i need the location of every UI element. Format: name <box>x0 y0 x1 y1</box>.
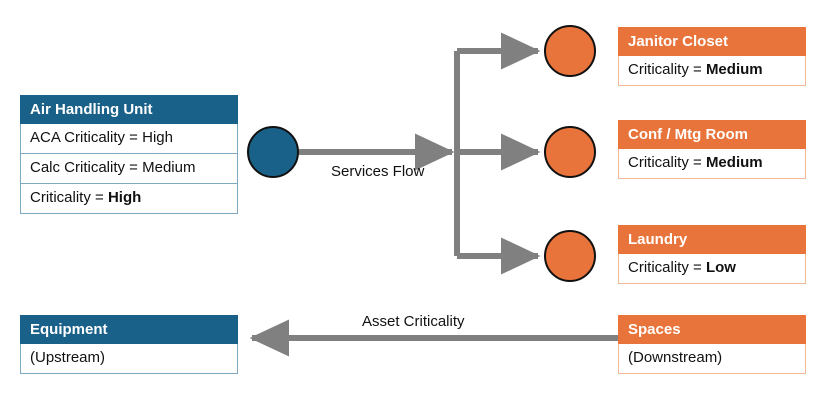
air-handling-unit-row-criticality: Criticality = High <box>20 184 238 214</box>
aca-criticality-value: High <box>142 129 173 146</box>
laundry-node[interactable] <box>544 230 596 282</box>
janitor-closet-criticality-row: Criticality = Medium <box>618 56 806 86</box>
laundry-criticality-label: Criticality = <box>628 259 706 276</box>
aca-criticality-label: ACA Criticality = <box>30 129 143 146</box>
spaces-legend-row: (Downstream) <box>618 344 806 374</box>
laundry-criticality-row: Criticality = Low <box>618 254 806 284</box>
spaces-legend-header: Spaces <box>618 315 806 344</box>
janitor-closet-criticality-value: Medium <box>705 61 763 78</box>
spaces-legend-card[interactable]: Spaces (Downstream) <box>618 315 806 374</box>
air-handling-unit-card[interactable]: Air Handling Unit ACA Criticality = High… <box>20 95 238 214</box>
conf-mtg-room-header: Conf / Mtg Room <box>618 120 806 149</box>
equipment-legend-header: Equipment <box>20 315 238 344</box>
equipment-legend-card[interactable]: Equipment (Upstream) <box>20 315 238 374</box>
janitor-closet-card[interactable]: Janitor Closet Criticality = Medium <box>618 27 806 86</box>
air-handling-unit-row-calc: Calc Criticality = Medium <box>20 154 238 184</box>
calc-criticality-value: Medium <box>142 159 196 176</box>
conf-mtg-room-criticality-label: Criticality = <box>628 154 706 171</box>
calc-criticality-label: Calc Criticality = <box>30 159 143 176</box>
janitor-closet-criticality-label: Criticality = <box>628 61 706 78</box>
janitor-closet-node[interactable] <box>544 25 596 77</box>
criticality-label: Criticality = <box>30 189 108 206</box>
air-handling-unit-node[interactable] <box>247 126 299 178</box>
equipment-legend-row: (Upstream) <box>20 344 238 374</box>
laundry-header: Laundry <box>618 225 806 254</box>
services-flow-label: Services Flow <box>331 163 425 180</box>
criticality-value: High <box>107 189 142 206</box>
janitor-closet-header: Janitor Closet <box>618 27 806 56</box>
laundry-criticality-value: Low <box>705 259 736 276</box>
conf-mtg-room-node[interactable] <box>544 126 596 178</box>
asset-criticality-label: Asset Criticality <box>362 313 465 330</box>
conf-mtg-room-card[interactable]: Conf / Mtg Room Criticality = Medium <box>618 120 806 179</box>
air-handling-unit-row-aca: ACA Criticality = High <box>20 124 238 154</box>
conf-mtg-room-criticality-value: Medium <box>705 154 763 171</box>
air-handling-unit-header: Air Handling Unit <box>20 95 238 124</box>
conf-mtg-room-criticality-row: Criticality = Medium <box>618 149 806 179</box>
laundry-card[interactable]: Laundry Criticality = Low <box>618 225 806 284</box>
